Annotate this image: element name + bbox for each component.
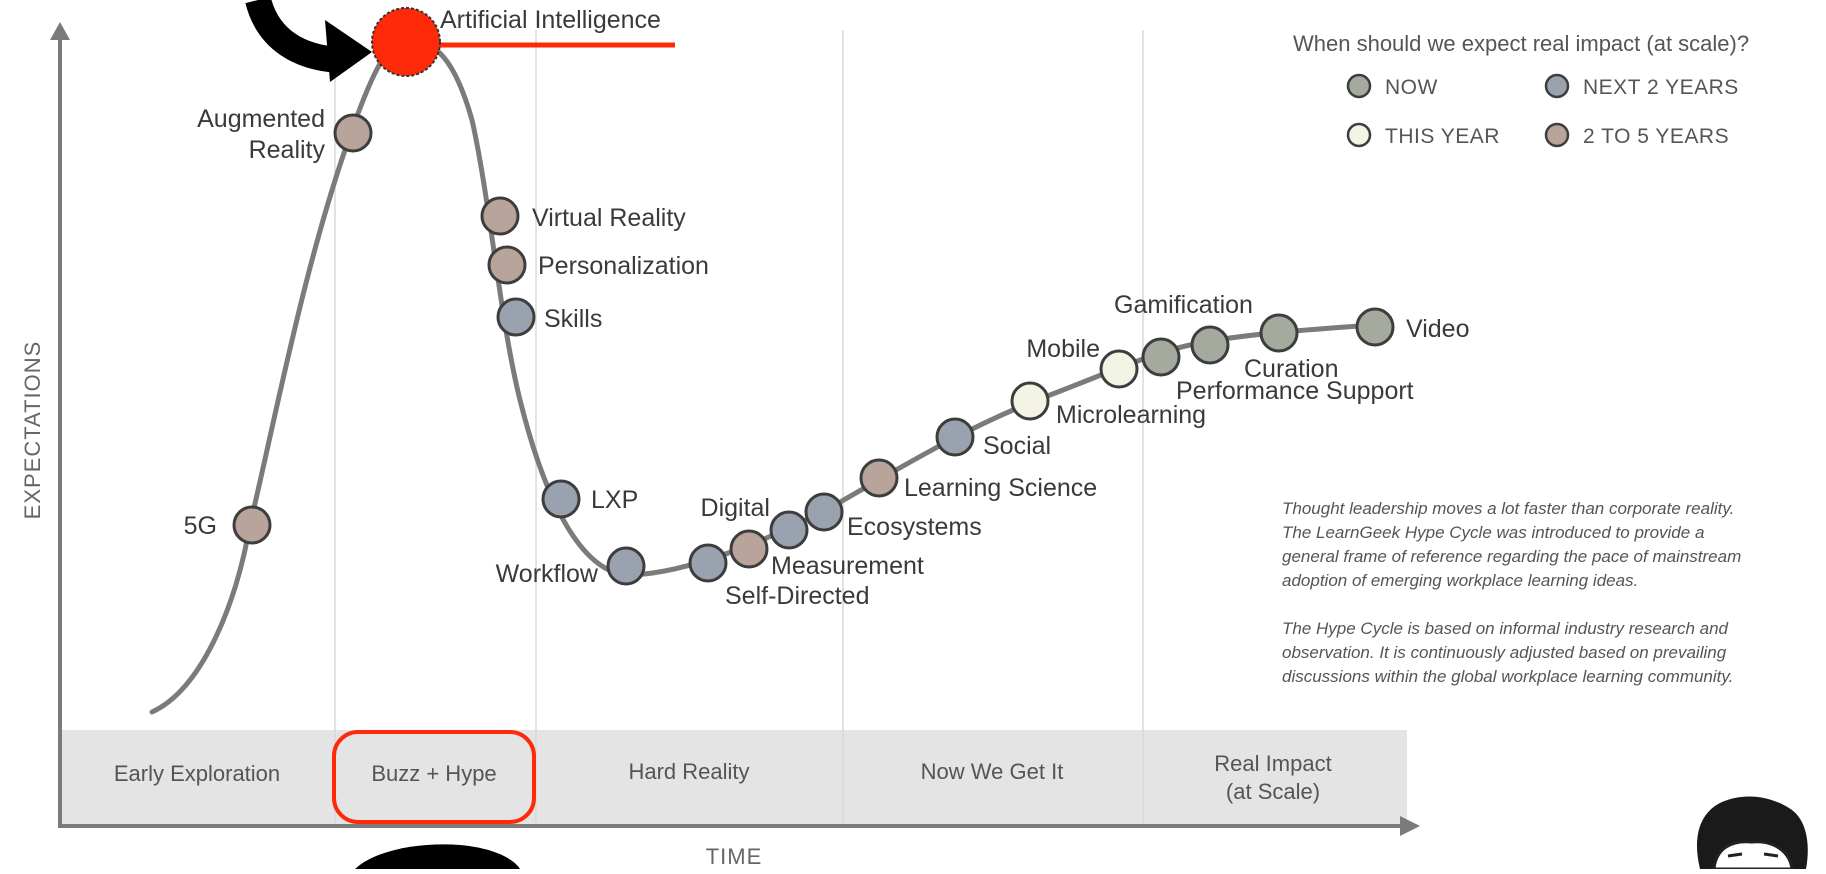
black-blob-shape [355, 844, 520, 869]
item-label-personalization: Personalization [538, 252, 709, 280]
ai-label: Artificial Intelligence [440, 6, 661, 34]
phase-dividers [334, 30, 1144, 824]
item-label-workflow: Workflow [496, 560, 599, 588]
item-label-5g: 5G [184, 512, 217, 540]
legend-swatch-this-year [1346, 122, 1372, 148]
item-label-curation: Curation [1244, 355, 1339, 383]
item-label-self-directed: Self-Directed [725, 582, 870, 610]
note-line: observation. It is continuously adjusted… [1282, 643, 1727, 662]
marker-learning-science [859, 458, 899, 498]
legend-title: When should we expect real impact (at sc… [1293, 31, 1749, 56]
marker-curation [1259, 313, 1299, 353]
marker-lxp [541, 479, 581, 519]
marker-5g [232, 505, 272, 545]
phase-label-at-scale: (at Scale) [1226, 779, 1320, 804]
phase-label-early-exploration: Early Exploration [114, 761, 280, 786]
legend-swatch-2-to-5-years [1544, 122, 1570, 148]
note-line: Thought leadership moves a lot faster th… [1282, 499, 1734, 518]
curved-arrow-icon [245, 0, 372, 82]
legend-label-next-2-years: NEXT 2 YEARS [1583, 76, 1739, 99]
item-label-reality: Reality [249, 136, 326, 164]
phase-label-real-impact: Real Impact [1214, 751, 1331, 776]
x-axis-label: TIME [706, 844, 763, 869]
legend: When should we expect real impact (at sc… [1293, 31, 1749, 148]
marker-gamification [1190, 325, 1230, 365]
x-axis-arrow [1400, 816, 1420, 836]
item-label-performance-support: Performance Support [1176, 377, 1414, 405]
item-labels: 5G Augmented Reality Virtual Reality Per… [184, 105, 1470, 610]
note-line: The Hype Cycle is based on informal indu… [1282, 619, 1729, 638]
marker-self-directed [688, 543, 728, 583]
marker-skills [496, 297, 536, 337]
item-label-microlearning: Microlearning [1056, 401, 1206, 429]
note-line: adoption of emerging workplace learning … [1282, 571, 1638, 590]
item-label-gamification: Gamification [1114, 291, 1253, 319]
legend-label-2-to-5-years: 2 TO 5 YEARS [1583, 125, 1729, 148]
y-axis-arrow [50, 22, 70, 40]
legend-label-this-year: THIS YEAR [1385, 125, 1500, 148]
y-axis-label: EXPECTATIONS [20, 341, 45, 520]
marker-mobile [1099, 349, 1139, 389]
item-label-ecosystems: Ecosystems [847, 513, 982, 541]
marker-video [1355, 307, 1395, 347]
markers [232, 113, 1395, 586]
marker-digital [769, 510, 809, 550]
buzz-hype-highlight [332, 730, 536, 824]
item-label-social: Social [983, 432, 1051, 460]
marker-augmented-reality [333, 113, 373, 153]
note-line: general frame of reference regarding the… [1282, 547, 1741, 566]
hype-curve [149, 39, 1377, 715]
item-label-video: Video [1406, 315, 1470, 343]
marker-workflow [606, 546, 646, 586]
note-line: discussions within the global workplace … [1282, 667, 1733, 686]
marker-microlearning [1010, 381, 1050, 421]
item-label-measurement: Measurement [771, 552, 924, 580]
explanatory-note: Thought leadership moves a lot faster th… [1282, 499, 1741, 686]
phase-band [60, 730, 1407, 824]
item-label-skills: Skills [544, 305, 602, 333]
marker-social [935, 417, 975, 457]
item-label-learning-science: Learning Science [904, 474, 1097, 502]
item-label-digital: Digital [701, 494, 770, 522]
item-label-augmented: Augmented [197, 105, 325, 133]
marker-measurement [729, 529, 769, 569]
phase-label-hard-reality: Hard Reality [628, 759, 749, 784]
phase-label-buzz-hype: Buzz + Hype [371, 761, 496, 786]
marker-ecosystems [804, 492, 844, 532]
ai-marker [371, 7, 441, 77]
item-label-lxp: LXP [591, 486, 638, 514]
marker-performance-support [1141, 337, 1181, 377]
phase-label-now-we-get-it: Now We Get It [921, 759, 1064, 784]
item-label-mobile: Mobile [1026, 335, 1100, 363]
avatar-icon [1696, 796, 1808, 871]
marker-personalization [487, 245, 527, 285]
item-label-virtual-reality: Virtual Reality [532, 204, 686, 232]
note-line: The LearnGeek Hype Cycle was introduced … [1282, 523, 1704, 542]
legend-swatch-now [1346, 73, 1372, 99]
marker-virtual-reality [480, 196, 520, 236]
legend-swatch-next-2-years [1544, 73, 1570, 99]
legend-label-now: NOW [1385, 76, 1438, 99]
